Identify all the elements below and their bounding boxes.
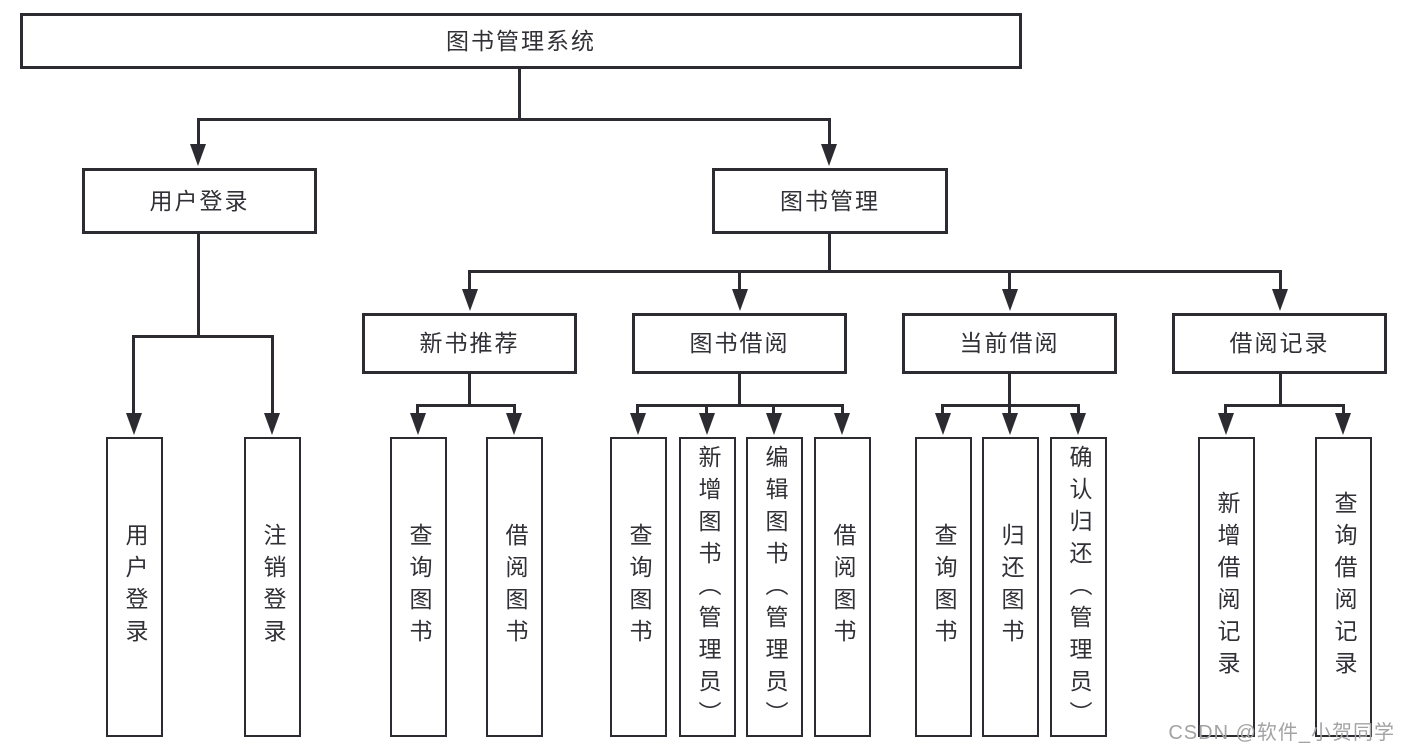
node-book-management-label: 图书管理 (780, 187, 880, 214)
leaf-add-books-admin-label: 新增图书（管理员） (695, 445, 721, 733)
connector-line (1224, 404, 1345, 407)
node-book-borrowing-label: 图书借阅 (689, 330, 790, 356)
node-new-book-recommend-label: 新书推荐 (419, 330, 520, 356)
connector-line (772, 404, 775, 414)
connector-line (468, 374, 471, 404)
leaf-query-books-current: 查询图书 (915, 437, 972, 737)
arrowhead-down-icon (126, 413, 142, 435)
leaf-edit-books-admin: 编辑图书（管理员） (746, 437, 803, 737)
arrowhead-down-icon (190, 144, 206, 166)
arrowhead-down-icon (1002, 413, 1018, 435)
arrowhead-down-icon (766, 413, 782, 435)
leaf-return-books-label: 归还图书 (998, 523, 1024, 651)
connector-line (828, 234, 831, 270)
arrowhead-down-icon (699, 413, 715, 435)
node-book-management: 图书管理 (712, 168, 948, 234)
leaf-logout-label: 注销登录 (260, 523, 286, 651)
connector-line (738, 273, 741, 290)
csdn-watermark: CSDN @软件_小贺同学 (1168, 722, 1395, 744)
node-book-borrowing: 图书借阅 (632, 313, 847, 374)
leaf-edit-books-admin-label: 编辑图书（管理员） (762, 445, 788, 733)
leaf-query-borrow-record: 查询借阅记录 (1315, 437, 1372, 737)
connector-line (197, 234, 200, 335)
connector-line (636, 404, 639, 414)
arrowhead-down-icon (1335, 413, 1351, 435)
arrowhead-down-icon (630, 413, 646, 435)
node-current-borrowing: 当前借阅 (902, 313, 1117, 374)
arrowhead-down-icon (1070, 413, 1086, 435)
leaf-query-books-recommend-label: 查询图书 (406, 523, 432, 651)
arrowhead-down-icon (821, 144, 837, 166)
connector-line (1008, 404, 1011, 414)
leaf-query-books-borrowing-label: 查询图书 (626, 523, 652, 651)
node-root-label: 图书管理系统 (446, 27, 596, 54)
leaf-query-borrow-record-label: 查询借阅记录 (1331, 491, 1357, 683)
arrowhead-down-icon (935, 413, 951, 435)
leaf-add-borrow-record: 新增借阅记录 (1198, 437, 1255, 737)
leaf-user-login: 用户登录 (106, 437, 163, 737)
leaf-add-books-admin: 新增图书（管理员） (679, 437, 736, 737)
leaf-add-borrow-record-label: 新增借阅记录 (1214, 491, 1240, 683)
connector-line (1008, 273, 1011, 290)
node-root: 图书管理系统 (20, 13, 1022, 69)
arrowhead-down-icon (732, 289, 748, 311)
arrowhead-down-icon (1218, 413, 1234, 435)
leaf-borrow-books-recommend-label: 借阅图书 (502, 523, 528, 651)
connector-line (468, 270, 1282, 273)
connector-line (132, 335, 274, 338)
connector-line (1224, 404, 1227, 414)
node-borrowing-records: 借阅记录 (1172, 313, 1387, 374)
node-user-login-label: 用户登录 (149, 187, 250, 214)
node-user-login: 用户登录 (82, 168, 317, 234)
node-borrowing-records-label: 借阅记录 (1229, 330, 1330, 356)
arrowhead-down-icon (1272, 289, 1288, 311)
leaf-confirm-return-admin: 确认归还（管理员） (1050, 437, 1107, 737)
connector-line (1008, 374, 1011, 404)
leaf-query-books-borrowing: 查询图书 (610, 437, 667, 737)
connector-line (271, 338, 274, 413)
connector-line (1077, 404, 1080, 414)
connector-line (518, 69, 521, 118)
connector-line (738, 374, 741, 404)
connector-line (1342, 404, 1345, 414)
connector-line (841, 404, 844, 414)
leaf-borrow-books-label: 借阅图书 (830, 523, 856, 651)
connector-line (197, 121, 200, 146)
connector-line (416, 404, 419, 414)
connector-line (941, 404, 944, 414)
leaf-query-books-current-label: 查询图书 (931, 523, 957, 651)
leaf-query-books-recommend: 查询图书 (390, 437, 447, 737)
connector-line (132, 338, 135, 413)
connector-line (1279, 273, 1282, 290)
node-new-book-recommend: 新书推荐 (362, 313, 577, 374)
arrowhead-down-icon (264, 413, 280, 435)
arrowhead-down-icon (410, 413, 426, 435)
arrowhead-down-icon (834, 413, 850, 435)
leaf-user-login-label: 用户登录 (122, 523, 148, 651)
arrowhead-down-icon (462, 289, 478, 311)
connector-line (197, 118, 831, 121)
connector-line (513, 404, 516, 414)
connector-line (1279, 374, 1282, 404)
connector-line (828, 121, 831, 146)
arrowhead-down-icon (506, 413, 522, 435)
connector-line (636, 404, 844, 407)
leaf-confirm-return-admin-label: 确认归还（管理员） (1066, 445, 1092, 733)
leaf-borrow-books-recommend: 借阅图书 (486, 437, 543, 737)
connector-line (705, 404, 708, 414)
arrowhead-down-icon (1002, 289, 1018, 311)
node-current-borrowing-label: 当前借阅 (959, 330, 1060, 356)
connector-line (416, 404, 516, 407)
leaf-borrow-books: 借阅图书 (814, 437, 871, 737)
connector-line (468, 273, 471, 290)
leaf-return-books: 归还图书 (982, 437, 1039, 737)
leaf-logout: 注销登录 (244, 437, 301, 737)
